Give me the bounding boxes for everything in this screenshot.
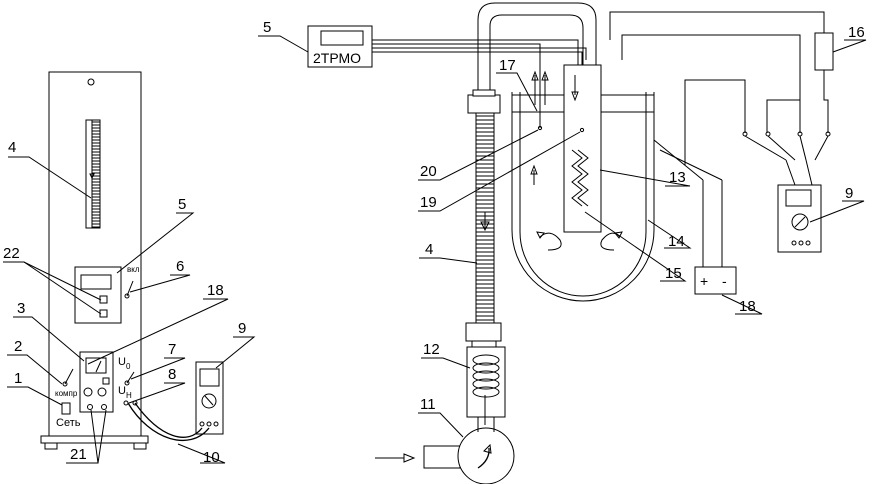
label-15: 15: [665, 265, 682, 282]
controller-2trmo: 2ТРМО: [307, 25, 373, 68]
socket-1[interactable]: [87, 404, 93, 410]
air-return-duct: [477, 2, 597, 95]
label-13: 13: [669, 169, 686, 186]
label-4-right: 4: [425, 241, 433, 258]
compressor-switch[interactable]: компр: [55, 368, 78, 398]
label-18-left: 18: [207, 282, 224, 299]
voltmeter-left: [195, 361, 224, 435]
shunt-resistor: [814, 32, 834, 71]
stand-controller-display: [80, 274, 112, 290]
label-1: 1: [14, 370, 22, 387]
label-8: 8: [168, 366, 176, 383]
air-heater: [466, 346, 506, 425]
fan: [375, 417, 515, 484]
flowmeter-tube: [85, 119, 101, 229]
label-5-right: 5: [263, 19, 271, 36]
thermocouple-lead-1: [372, 39, 579, 88]
label-19: 19: [420, 194, 437, 211]
instrument-stand: вкл U0 UН компр: [40, 71, 224, 450]
measurement-cable: [127, 402, 210, 442]
label-20: 20: [420, 163, 437, 180]
corrugated-hose: [465, 89, 502, 349]
controller-display: [320, 30, 364, 46]
voltmeter-right-dial[interactable]: [791, 213, 809, 231]
stand-top-hole: [87, 78, 95, 86]
power-unit: + -: [694, 266, 737, 295]
stand-cabinet: [48, 71, 142, 437]
label-21: 21: [70, 446, 87, 463]
label-14: 14: [668, 233, 685, 250]
terminal-1[interactable]: [83, 387, 93, 397]
uh-label: UН: [118, 385, 132, 400]
heater-coil-turn: [472, 370, 500, 382]
heater-switch[interactable]: вкл: [124, 265, 140, 299]
heater-coil-turn: [472, 362, 500, 374]
label-4-left: 4: [8, 139, 16, 156]
label-5-left: 5: [178, 196, 186, 213]
electrical-wiring: [609, 11, 831, 267]
voltage-selector: U0 UН: [118, 356, 138, 406]
heater-switch-label: вкл: [127, 265, 140, 274]
label-9-left: 9: [238, 320, 246, 337]
network-switch[interactable]: Сеть: [56, 402, 81, 429]
label-6: 6: [176, 258, 184, 275]
heater-coil-turn: [472, 354, 500, 366]
voltmeter-left-dial[interactable]: [201, 393, 217, 409]
label-12: 12: [423, 341, 440, 358]
test-vessel: [511, 64, 655, 302]
terminal-2[interactable]: [97, 387, 107, 397]
label-9-right: 9: [845, 185, 853, 202]
label-7: 7: [168, 341, 176, 358]
power-unit-plus: +: [700, 273, 708, 289]
power-unit-minus: -: [722, 273, 727, 289]
voltmeter-left-display: [199, 368, 220, 387]
stand-foot-right: [133, 442, 147, 450]
gauge-button[interactable]: [102, 377, 110, 385]
gauge-window: [85, 357, 107, 374]
callout-numbers: 4 5 22 6 3 18 2 7 8 1 9 21 10 5 4 12 11 …: [3, 19, 865, 466]
heat-transfer-setup: 2ТРМО: [307, 2, 834, 484]
label-17: 17: [499, 57, 516, 74]
label-3: 3: [17, 300, 25, 317]
label-10: 10: [203, 449, 220, 466]
measuring-block: [79, 351, 114, 413]
compressor-switch-label: компр: [55, 389, 78, 398]
callout-leaders: [3, 35, 867, 464]
label-16: 16: [848, 24, 865, 41]
label-22: 22: [3, 245, 20, 262]
network-switch-label: Сеть: [56, 417, 81, 429]
voltmeter-right-display: [785, 189, 812, 207]
heater-coil-turn: [472, 378, 500, 390]
u0-label: U0: [118, 356, 131, 371]
voltmeter-right: [777, 184, 822, 253]
socket-2[interactable]: [101, 404, 107, 410]
label-18-right: 18: [739, 298, 756, 315]
label-2: 2: [14, 338, 22, 355]
controller-name: 2ТРМО: [313, 50, 361, 66]
label-11: 11: [420, 396, 436, 413]
stand-foot-left: [44, 442, 58, 450]
heater-coil-turn: [472, 386, 500, 398]
